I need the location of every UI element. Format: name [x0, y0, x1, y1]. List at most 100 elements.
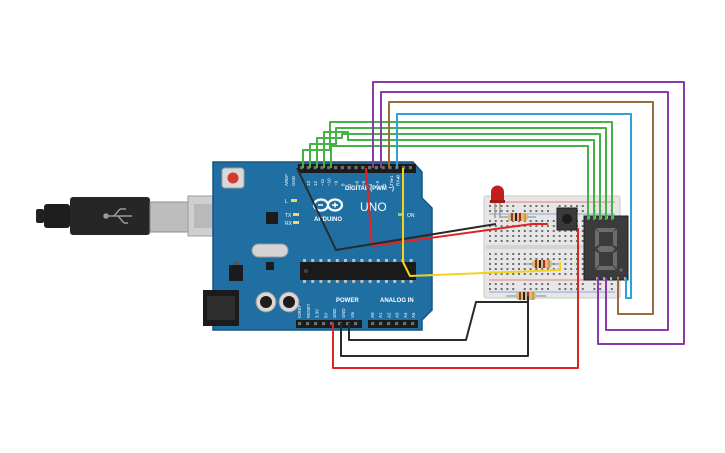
- breadboard-hole: [489, 210, 491, 212]
- board-pcb: [212, 161, 433, 331]
- breadboard-hole: [535, 210, 538, 212]
- chip-pin: [409, 259, 413, 262]
- breadboard-hole: [494, 258, 497, 260]
- chip-pin: [393, 280, 397, 283]
- digital-pin-label: 12: [313, 180, 318, 186]
- chip-pin: [335, 259, 339, 262]
- usb-cable-tail: [36, 209, 44, 223]
- breadboard-hole: [581, 225, 584, 227]
- wire-red-5v[interactable]: [332, 228, 579, 369]
- wire-green-1[interactable]: [302, 121, 613, 220]
- breadboard-hole: [541, 220, 544, 222]
- breadboard-hole: [552, 235, 555, 237]
- push-button[interactable]: [556, 207, 578, 231]
- voltage-regulator-tab: [233, 262, 239, 265]
- seven-segment-pin: [610, 277, 612, 280]
- resistor-middle[interactable]: [525, 260, 558, 268]
- wire-yellow[interactable]: [402, 168, 561, 277]
- breadboard-hole: [581, 220, 584, 222]
- red-led[interactable]: [490, 185, 505, 218]
- capacitor-1-top: [260, 296, 272, 308]
- wire-green-4[interactable]: [323, 131, 595, 220]
- wire-green-2[interactable]: [309, 127, 607, 220]
- breadboard-hole: [529, 225, 532, 227]
- wire-purple-2[interactable]: [372, 81, 685, 345]
- breadboard-hole: [523, 263, 526, 265]
- wire-purple-1[interactable]: [380, 91, 669, 331]
- breadboard-hole: [552, 253, 555, 255]
- breadboard-hole: [523, 268, 526, 270]
- power-pin-label: GND: [341, 308, 346, 318]
- breadboard-hole: [581, 283, 584, 285]
- breadboard-hole: [541, 235, 544, 237]
- breadboard-hole: [500, 253, 503, 255]
- breadboard-hole: [529, 240, 532, 242]
- breadboard-hole: [506, 220, 509, 222]
- breadboard-hole: [494, 220, 497, 222]
- resistor-led-band-4: [524, 213, 526, 221]
- usb-cable-strain-relief: [44, 204, 70, 228]
- breadboard-hole: [558, 205, 561, 207]
- push-button-cap[interactable]: [562, 214, 572, 224]
- breadboard-hole: [541, 283, 544, 285]
- resistor-bottom-band-2: [523, 292, 525, 300]
- breadboard-hole: [506, 205, 509, 207]
- breadboard-hole: [581, 288, 584, 290]
- power-pin-label: GND: [332, 308, 337, 318]
- header-hole: [374, 166, 378, 170]
- seven-segment-display[interactable]: [583, 215, 629, 281]
- header-hole: [403, 322, 407, 326]
- chip-pin: [344, 259, 347, 262]
- wire-blue[interactable]: [396, 113, 632, 299]
- dc-jack-socket: [207, 296, 235, 320]
- crystal-oscillator: [251, 243, 289, 258]
- reset-button-cap[interactable]: [227, 172, 239, 184]
- breadboard-hole: [523, 273, 526, 275]
- breadboard-hole: [610, 283, 613, 285]
- resistor-led[interactable]: [500, 213, 536, 221]
- breadboard-hole: [564, 283, 567, 285]
- breadboard-hole: [489, 253, 491, 255]
- header-hole: [298, 322, 302, 326]
- breadboard-hole: [512, 253, 515, 255]
- usb-cable: [36, 195, 235, 237]
- breadboard-hole: [541, 268, 544, 270]
- breadboard-hole: [564, 240, 567, 242]
- breadboard-hole: [535, 220, 538, 222]
- wire-black-gnd-power[interactable]: [348, 296, 529, 341]
- breadboard-hole: [541, 205, 544, 207]
- breadboard-hole: [500, 220, 503, 222]
- power-pin-label: IOREF: [297, 304, 302, 318]
- chip-pin: [303, 280, 306, 283]
- wire-red-digital[interactable]: [365, 167, 548, 247]
- header-hole: [354, 166, 358, 170]
- wire-black-gnd-bottom[interactable]: [340, 296, 529, 357]
- breadboard-hole: [489, 220, 491, 222]
- breadboard-hole: [593, 283, 596, 285]
- chip-notch: [304, 269, 308, 273]
- breadboard-hole: [547, 235, 549, 237]
- breadboard-center-channel: [486, 245, 618, 249]
- digital-pin-label: 4: [368, 183, 373, 186]
- header-hole: [334, 166, 338, 170]
- chip-pin: [393, 259, 397, 262]
- breadboard-hole: [541, 273, 544, 275]
- breadboard-hole: [523, 225, 526, 227]
- breadboard-hole: [581, 258, 584, 260]
- breadboard-hole: [512, 258, 515, 260]
- breadboard-hole: [564, 205, 567, 207]
- header-hole: [387, 322, 391, 326]
- wire-brown[interactable]: [388, 101, 654, 315]
- breadboard-hole: [529, 283, 532, 285]
- wire-green-5[interactable]: [330, 145, 589, 220]
- wire-black-gnd-top[interactable]: [296, 167, 497, 251]
- breadboard-hole: [552, 230, 555, 232]
- wire-green-3[interactable]: [316, 133, 601, 220]
- header-hole: [361, 166, 365, 170]
- breadboard-hole: [489, 258, 491, 260]
- breadboard-hole: [500, 205, 503, 207]
- breadboard-hole: [512, 210, 515, 212]
- bottom-header-holes: [298, 322, 415, 326]
